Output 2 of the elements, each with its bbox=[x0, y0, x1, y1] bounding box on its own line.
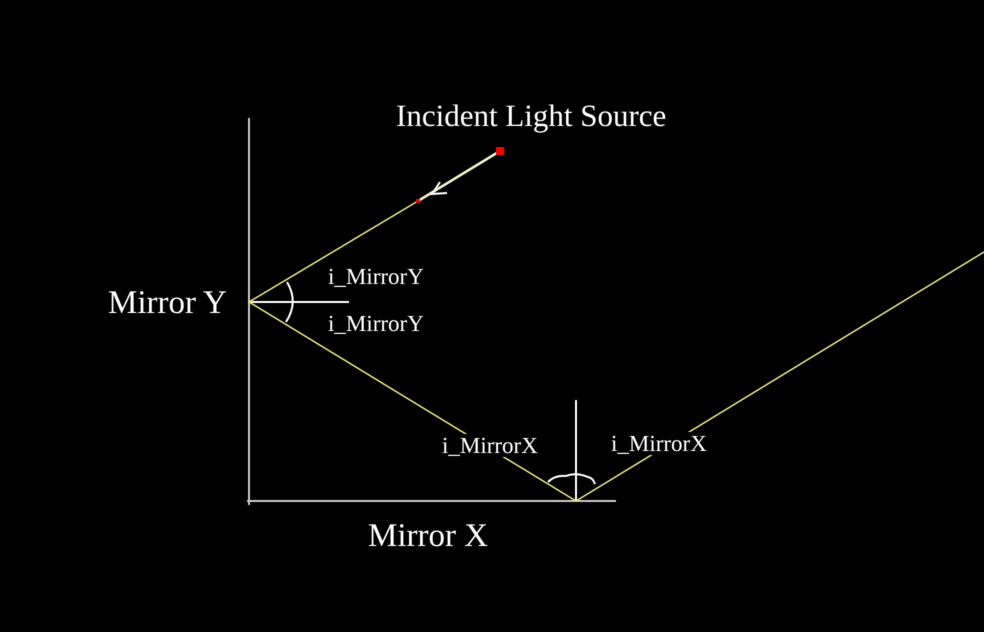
angle-label: i_MirrorX bbox=[442, 434, 538, 457]
angle-label: i_MirrorX bbox=[611, 432, 707, 455]
